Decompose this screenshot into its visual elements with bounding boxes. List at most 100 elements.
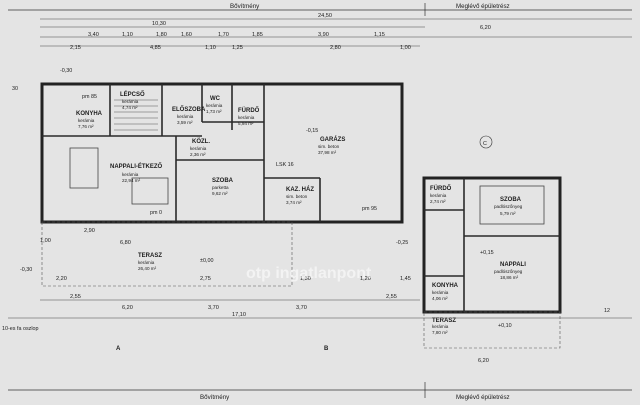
- room-area: 26,40 m²: [138, 266, 157, 271]
- room-name: WC: [210, 96, 221, 102]
- interior-walls: [42, 84, 321, 222]
- header-extension-bottom: Bővítmény: [200, 394, 230, 401]
- room-finish: kerámia: [177, 114, 194, 119]
- level-mark: ±0,00: [200, 258, 213, 264]
- room-name: ELŐSZOBA: [172, 106, 206, 113]
- dim-small: 12: [604, 308, 610, 314]
- dim-bottom-right: 6,20: [478, 358, 489, 364]
- level-marks: ±0,00 -0,15 -0,30 -0,25 +0,15 +0,10 -0,3…: [20, 68, 512, 329]
- axis-marker-c: [479, 135, 493, 149]
- room-finish: kerámia: [206, 103, 223, 108]
- dim-bottom-total: 17,10: [232, 312, 246, 318]
- dim-top-right: 6,20: [480, 25, 491, 31]
- room-hall: ELŐSZOBA kerámia 3,59 m²: [172, 106, 206, 125]
- room-area: 5,94 m²: [238, 121, 254, 126]
- top-dim: 1,25: [232, 45, 243, 51]
- room-area: 5,79 m²: [500, 211, 516, 216]
- header-existing-top: Meglévő épületrész: [456, 3, 510, 10]
- room-living: NAPPALI padlószőnyeg 18,86 m²: [494, 262, 526, 280]
- room-kitchen: KONYHA kerámia 7,76 m²: [76, 111, 103, 129]
- room-area: 7,76 m²: [78, 124, 94, 129]
- room-name: KAZ. HÁZ: [286, 186, 314, 193]
- room-name: KONYHA: [76, 111, 103, 117]
- top-dim: 1,85: [252, 32, 263, 38]
- room-name: NAPPALI: [500, 262, 526, 268]
- top-dim: 2,80: [330, 45, 341, 51]
- sill-height-label: pm 95: [362, 206, 377, 212]
- bottom-dimension-row: 2,55 6,20 3,70 3,70 2,55: [70, 294, 397, 311]
- room-area: 7,80 m²: [432, 330, 448, 335]
- bottom-dim: 6,20: [122, 305, 133, 311]
- level-mark: -0,30: [20, 267, 32, 273]
- terrace-dim: 2,75: [200, 276, 211, 282]
- bottom-dim: 2,55: [70, 294, 81, 300]
- terrace-dim: 6,80: [120, 240, 131, 246]
- axis-label-b: B: [324, 346, 329, 352]
- room-small-bedroom: SZOBA padlószőnyeg 5,79 m²: [494, 197, 523, 216]
- room-finish: kerámia: [432, 290, 449, 295]
- post-note: 10-es fa oszlop: [2, 326, 39, 332]
- room-stairs: LÉPCSŐ kerámia 4,74 m²: [120, 90, 145, 110]
- room-finish: parketta: [212, 185, 229, 190]
- staircase: [114, 99, 158, 131]
- terrace-main: [41, 221, 293, 287]
- top-dim: 1,00: [400, 45, 411, 51]
- dining-table: [69, 147, 99, 189]
- axis-label-c: C: [483, 141, 487, 147]
- room-area: 37,98 m²: [318, 150, 337, 155]
- level-mark: -0,30: [60, 68, 72, 74]
- room-name: TERASZ: [138, 253, 162, 259]
- top-dim: 1,10: [122, 32, 133, 38]
- room-garage: GARÁZS sim. beton 37,98 m²: [318, 136, 345, 155]
- terrace-dim: 2,90: [84, 228, 95, 234]
- level-mark: +0,10: [498, 323, 512, 329]
- level-mark: -0,25: [396, 240, 408, 246]
- terrace-dim: 1,45: [400, 276, 411, 282]
- room-finish: kerámia: [238, 115, 255, 120]
- top-dim: 2,15: [70, 45, 81, 51]
- terrace-dim: 1,00: [40, 238, 51, 244]
- terrace-dim: 2,20: [56, 276, 67, 282]
- room-finish: padlószőnyeg: [494, 204, 523, 209]
- bathtub: [479, 185, 545, 225]
- room-finish: kerámia: [78, 118, 95, 123]
- room-name: NAPPALI-ÉTKEZŐ: [110, 162, 163, 170]
- terrace-existing: [423, 311, 561, 349]
- top-dim: 1,70: [218, 32, 229, 38]
- room-finish: kerámia: [122, 99, 139, 104]
- terrace-dimensions: 1,00 2,90 6,80 2,20 2,75 1,20 1,30 1,45: [40, 228, 411, 282]
- room-name: SZOBA: [500, 197, 522, 203]
- bottom-dim: 3,70: [296, 305, 307, 311]
- room-area: 22,94 m²: [122, 178, 141, 183]
- lsk-label: LSK 16: [276, 162, 294, 168]
- room-finish: sim. beton: [286, 194, 308, 199]
- room-finish: sim. beton: [318, 144, 340, 149]
- room-area: 3,59 m²: [177, 120, 193, 125]
- room-finish: kerámia: [190, 146, 207, 151]
- top-dimension-row: 3,40 1,10 1,80 1,60 1,70 2,15 4,85 3,90 …: [70, 32, 411, 51]
- axis-label-a: A: [116, 346, 121, 352]
- room-small-kitchen: KONYHA kerámia 4,06 m²: [432, 283, 459, 301]
- room-area: 3,74 m²: [286, 200, 302, 205]
- top-dim: 1,60: [181, 32, 192, 38]
- top-dim: 1,15: [374, 32, 385, 38]
- sofa: [131, 177, 169, 205]
- sill-height-label: pm 85: [82, 94, 97, 100]
- room-living-dining: NAPPALI-ÉTKEZŐ kerámia 22,94 m²: [110, 162, 163, 183]
- header-extension-top: Bővítmény: [230, 3, 260, 10]
- room-name: FÜRDŐ: [430, 185, 452, 192]
- room-boiler: KAZ. HÁZ sim. beton 3,74 m²: [286, 186, 314, 205]
- room-finish: kerámia: [432, 324, 449, 329]
- room-name: FÜRDŐ: [238, 107, 260, 114]
- room-name: SZOBA: [212, 178, 234, 184]
- top-dim: 1,10: [205, 45, 216, 51]
- terrace-dim: 1,30: [300, 276, 311, 282]
- room-area: 4,74 m²: [122, 105, 138, 110]
- room-finish: kerámia: [430, 193, 447, 198]
- room-wc: WC kerámia 1,73 m²: [206, 96, 223, 114]
- room-name: KÖZL.: [192, 138, 210, 145]
- dim-top-left: 10,30: [152, 21, 166, 27]
- bottom-dim: 2,55: [386, 294, 397, 300]
- header-existing-bottom: Meglévő épületrész: [456, 394, 510, 401]
